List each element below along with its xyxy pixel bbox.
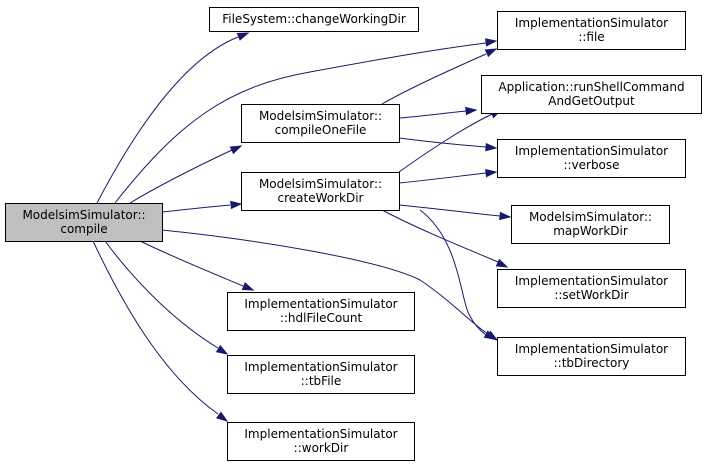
node-workDir[interactable]: ImplementationSimulator::workDir xyxy=(227,422,415,461)
node-label-line: compile xyxy=(60,222,107,236)
arrowhead xyxy=(495,258,509,268)
node-label-line: ImplementationSimulator xyxy=(515,144,668,158)
node-label-line: ::tbFile xyxy=(301,374,342,388)
edge-line xyxy=(398,113,493,173)
arrowhead xyxy=(485,38,498,47)
edge-createWorkDir-to-runShellCommand xyxy=(398,109,503,173)
node-label-line: FileSystem::changeWorkingDir xyxy=(222,12,406,26)
node-setWorkDir[interactable]: ImplementationSimulator::setWorkDir xyxy=(497,269,686,308)
node-label-line: Application::runShellCommand xyxy=(498,80,684,94)
node-label-line: ::tbDirectory xyxy=(554,356,630,370)
node-tbDirectory[interactable]: ImplementationSimulator::tbDirectory xyxy=(497,337,686,376)
arrowhead xyxy=(485,142,498,152)
node-mapWorkDir[interactable]: ModelsimSimulator::mapWorkDir xyxy=(511,205,670,244)
node-label-line: ImplementationSimulator xyxy=(244,297,397,311)
node-box xyxy=(227,355,415,394)
node-label-line: ImplementationSimulator xyxy=(515,274,668,288)
node-box xyxy=(497,139,686,178)
edge-line xyxy=(161,229,489,335)
edge-line xyxy=(398,137,487,148)
arrowhead xyxy=(241,282,255,291)
arrowhead xyxy=(484,48,498,58)
node-box xyxy=(5,203,163,242)
node-label-line: ::setWorkDir xyxy=(554,288,628,302)
edge-compile-to-file xyxy=(114,38,498,204)
node-label-line: ImplementationSimulator xyxy=(244,427,397,441)
node-label-line: ::verbose xyxy=(563,158,619,172)
arrowhead xyxy=(485,168,498,178)
node-box xyxy=(497,337,686,376)
edge-line xyxy=(398,172,487,184)
arrowhead xyxy=(499,211,512,221)
node-box xyxy=(241,104,400,143)
node-box xyxy=(511,205,670,244)
nodes-layer: ModelsimSimulator::compile FileSystem::ch… xyxy=(5,7,702,461)
node-label-line: ImplementationSimulator xyxy=(515,342,668,356)
node-box xyxy=(241,172,400,211)
node-compileOneFile[interactable]: ModelsimSimulator::compileOneFile xyxy=(241,104,400,143)
edge-compile-to-changeWorkingDir xyxy=(96,32,250,204)
node-box xyxy=(227,422,415,461)
node-file[interactable]: ImplementationSimulator::file xyxy=(497,11,686,50)
node-label-line: ModelsimSimulator:: xyxy=(529,210,652,224)
arrowhead xyxy=(229,145,243,155)
edge-createWorkDir-to-mapWorkDir xyxy=(398,204,512,221)
edge-compileOneFile-to-runShellCommand xyxy=(398,106,478,119)
node-createWorkDir[interactable]: ModelsimSimulator::createWorkDir xyxy=(241,172,400,211)
node-label-line: ImplementationSimulator xyxy=(515,16,668,30)
edge-line xyxy=(92,240,219,415)
node-verbose[interactable]: ImplementationSimulator::verbose xyxy=(497,139,686,178)
edge-compile-to-workDir xyxy=(92,240,229,422)
edges-layer xyxy=(92,32,512,422)
node-box xyxy=(227,292,415,331)
node-box xyxy=(481,75,702,114)
edge-line xyxy=(104,240,219,349)
node-box xyxy=(209,7,419,32)
edge-createWorkDir-to-setWorkDir xyxy=(381,209,509,268)
arrowhead xyxy=(483,330,497,340)
node-box xyxy=(497,11,686,50)
edge-compileOneFile-to-verbose xyxy=(398,137,498,152)
edge-createWorkDir-to-tbDirectory xyxy=(419,209,497,340)
node-tbFile[interactable]: ImplementationSimulator::tbFile xyxy=(227,355,415,394)
arrowhead xyxy=(230,200,243,210)
edge-line xyxy=(129,149,233,204)
edge-compile-to-compileOneFile xyxy=(129,145,243,204)
edge-line xyxy=(114,42,487,204)
node-label-line: ::file xyxy=(578,30,604,44)
edge-line xyxy=(398,204,501,217)
node-label-line: createWorkDir xyxy=(278,191,364,205)
arrowhead xyxy=(465,106,478,116)
node-label-line: ::hdlFileCount xyxy=(280,311,363,325)
edge-compile-to-createWorkDir xyxy=(161,200,243,213)
node-label-line: AndGetOutput xyxy=(548,94,635,108)
node-box xyxy=(497,269,686,308)
node-changeWorkingDir[interactable]: FileSystem::changeWorkingDir xyxy=(209,7,419,32)
edge-line xyxy=(419,209,487,336)
node-label-line: ModelsimSimulator:: xyxy=(259,109,382,123)
node-label-line: mapWorkDir xyxy=(553,224,628,238)
node-label-line: ModelsimSimulator:: xyxy=(22,208,145,222)
edge-line xyxy=(96,36,239,204)
arrowhead xyxy=(215,344,229,355)
node-label-line: compileOneFile xyxy=(275,123,367,137)
edge-createWorkDir-to-verbose xyxy=(398,168,498,184)
node-label-line: ImplementationSimulator xyxy=(244,360,397,374)
edge-line xyxy=(381,53,487,105)
edge-compileOneFile-to-file xyxy=(381,48,498,105)
edge-line xyxy=(398,110,467,119)
node-label-line: ::workDir xyxy=(294,441,349,455)
edge-line xyxy=(381,209,499,263)
edge-compile-to-tbFile xyxy=(104,240,229,355)
node-label-line: ModelsimSimulator:: xyxy=(259,177,382,191)
node-compile[interactable]: ModelsimSimulator::compile xyxy=(5,203,163,242)
node-hdlFileCount[interactable]: ImplementationSimulator::hdlFileCount xyxy=(227,292,415,331)
edge-line xyxy=(161,204,231,213)
arrowhead xyxy=(216,411,229,422)
edge-line xyxy=(139,240,244,287)
edge-compile-to-hdlFileCount xyxy=(139,240,255,291)
arrowhead xyxy=(236,32,250,41)
